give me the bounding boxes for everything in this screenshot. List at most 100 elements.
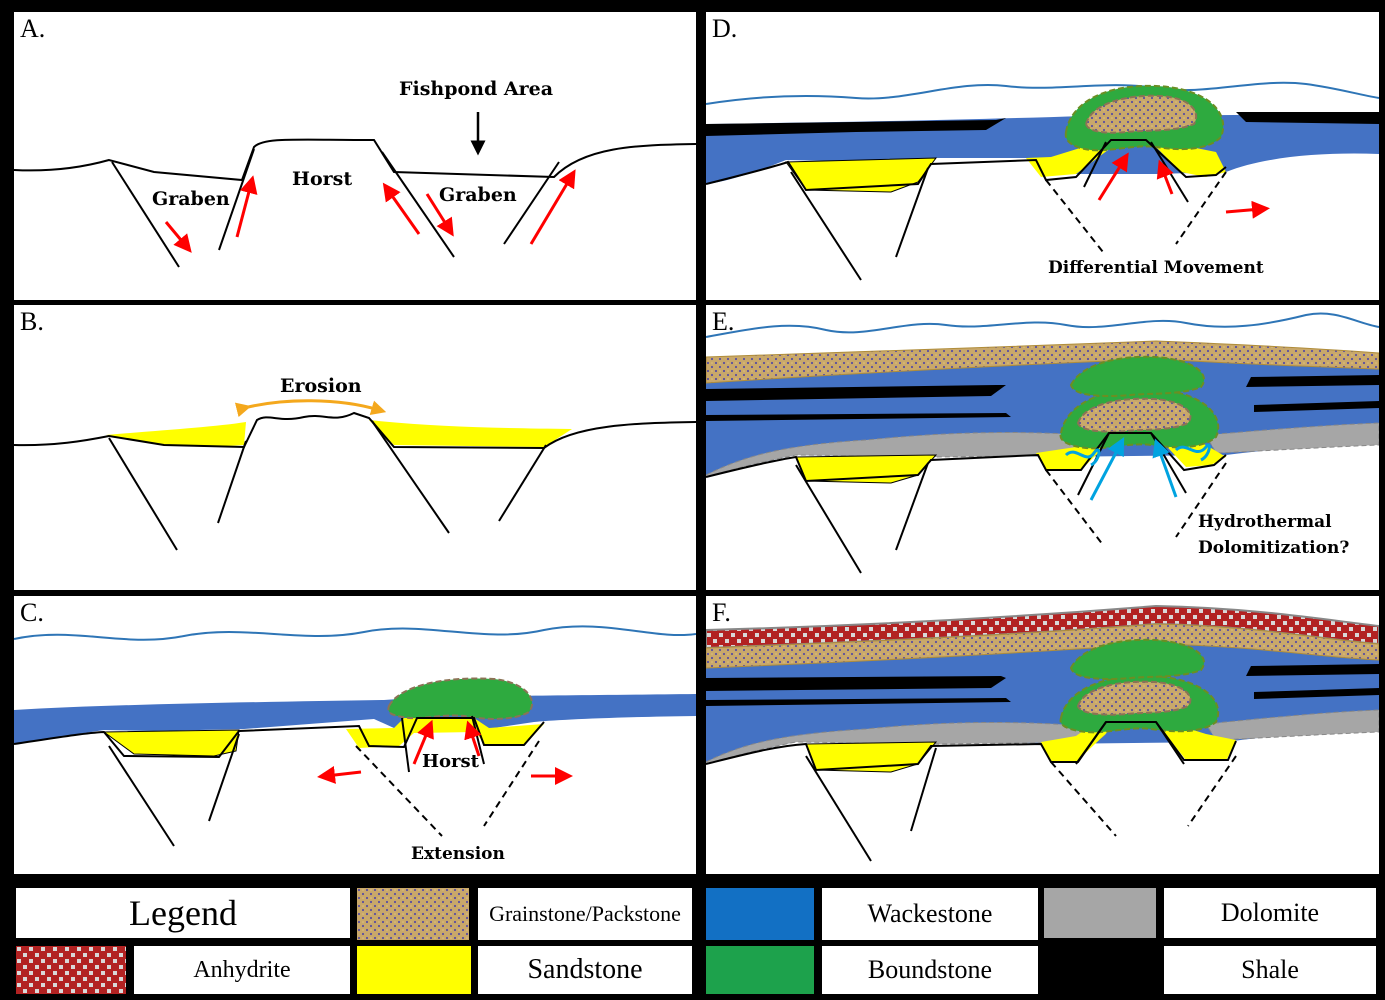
- shale-swatch: [1044, 946, 1156, 994]
- shale-bed: [1246, 664, 1379, 676]
- shale-bed: [706, 698, 1011, 706]
- sandstone-fill: [102, 729, 240, 757]
- graben-label: Graben: [439, 184, 517, 206]
- fault-line: [111, 161, 180, 268]
- surface-line: [706, 432, 1227, 483]
- fault-line: [895, 167, 929, 258]
- dashed-fault-line: [1187, 755, 1237, 827]
- red-arrow: [412, 719, 434, 765]
- fault-line: [498, 444, 547, 522]
- boundstone-mound: [1069, 638, 1205, 680]
- grainstone-label: Grainstone/Packstone: [478, 888, 692, 940]
- blue-arrow: [1089, 437, 1125, 501]
- boundstone-swatch: [706, 946, 814, 994]
- fault-line: [503, 161, 560, 245]
- fault-line: [1083, 141, 1107, 188]
- fault-line: [401, 717, 410, 773]
- surface-line: [14, 138, 696, 182]
- blue-squiggle: [1174, 443, 1211, 462]
- shale-bed: [706, 413, 1011, 421]
- sandstone-fill: [346, 718, 544, 748]
- sandstone-fill: [106, 422, 246, 447]
- graben-label: Graben: [152, 188, 230, 210]
- anhydrite-swatch: [16, 946, 126, 994]
- surface-line: [14, 717, 545, 759]
- fault-line: [1075, 721, 1107, 765]
- panel-f: F.: [706, 596, 1379, 874]
- anhydrite-label: Anhydrite: [134, 946, 350, 994]
- dashed-fault-line: [1050, 761, 1117, 837]
- legend-title: Legend: [16, 888, 350, 938]
- dashed-fault-line: [483, 740, 540, 827]
- dashed-fault-line: [355, 745, 443, 837]
- grainstone-fill: [706, 623, 1379, 669]
- wackestone-label: Wackestone: [822, 888, 1038, 940]
- horst-label: Horst: [422, 751, 479, 772]
- legend: Legend Grainstone/Packstone Wackestone D…: [0, 878, 1385, 1000]
- red-arrow: [425, 193, 454, 237]
- panel-e: E. Hydrothermal Dolomitization?: [706, 305, 1379, 590]
- panel-b-diagram: [14, 399, 696, 551]
- grainstone-fill: [1084, 94, 1198, 134]
- panel-c-diagram: [14, 625, 696, 847]
- shale-bed: [1236, 112, 1379, 124]
- dolomite-swatch: [1044, 888, 1156, 938]
- boundstone-label: Boundstone: [822, 946, 1038, 994]
- sea-level-line: [706, 312, 1379, 338]
- sandstone-fill: [369, 420, 572, 447]
- panel-label: F.: [712, 598, 731, 627]
- shale-bed: [706, 676, 1006, 691]
- shale-bed: [706, 118, 1006, 136]
- red-arrow: [1156, 159, 1174, 195]
- panel-a-diagram: [14, 112, 696, 268]
- red-arrow: [1225, 200, 1270, 219]
- dolomite-fill: [1205, 422, 1379, 454]
- dolomitization-label: Dolomitization?: [1198, 538, 1350, 558]
- red-arrow: [317, 766, 362, 784]
- panel-a: A. Fishpond Area Horst Graben Graben: [14, 12, 696, 300]
- red-arrow: [235, 175, 258, 238]
- fault-line: [371, 420, 450, 534]
- red-arrow: [164, 221, 192, 253]
- orange-arrow: [234, 399, 387, 418]
- grainstone-fill: [1076, 680, 1192, 716]
- dashed-fault-line: [1175, 462, 1227, 538]
- red-arrow: [464, 720, 482, 757]
- boundstone-mound: [387, 677, 534, 720]
- shale-bed: [1254, 688, 1379, 699]
- fault-line: [895, 462, 929, 551]
- panel-label: C.: [20, 598, 44, 627]
- fault-line: [1155, 721, 1185, 765]
- panel-label: D.: [712, 14, 738, 43]
- panel-e-diagram: [706, 312, 1379, 574]
- panel-c: C. Horst Extension: [14, 596, 696, 874]
- panel-d: D. Differential Movement: [706, 12, 1379, 300]
- dolomite-label: Dolomite: [1164, 888, 1376, 938]
- shale-bed: [1246, 375, 1379, 387]
- hydrothermal-label: Hydrothermal: [1198, 512, 1332, 532]
- panel-f-diagram: [706, 604, 1379, 862]
- horst-label: Horst: [292, 168, 353, 190]
- fault-line: [218, 148, 255, 251]
- grainstone-swatch: [357, 888, 469, 940]
- shale-bed: [706, 385, 1006, 401]
- panel-b: B. Erosion: [14, 305, 696, 590]
- fault-line: [790, 171, 862, 281]
- sea-level-line: [706, 81, 1379, 105]
- fault-line: [381, 151, 455, 258]
- red-arrow: [529, 169, 576, 245]
- grainstone-fill: [1076, 397, 1192, 433]
- differential-movement-label: Differential Movement: [1048, 258, 1264, 278]
- fault-line: [795, 464, 862, 574]
- panel-label: E.: [712, 307, 735, 336]
- shale-label: Shale: [1164, 946, 1376, 994]
- fault-line: [217, 440, 247, 524]
- dashed-fault-line: [1045, 469, 1104, 546]
- dashed-fault-line: [1045, 179, 1104, 253]
- sandstone-swatch: [357, 946, 471, 994]
- shale-bed: [1254, 401, 1379, 412]
- dolomite-fill: [1205, 709, 1379, 741]
- blue-squiggle: [1064, 448, 1101, 467]
- fault-line: [910, 747, 937, 832]
- fault-line: [108, 745, 175, 847]
